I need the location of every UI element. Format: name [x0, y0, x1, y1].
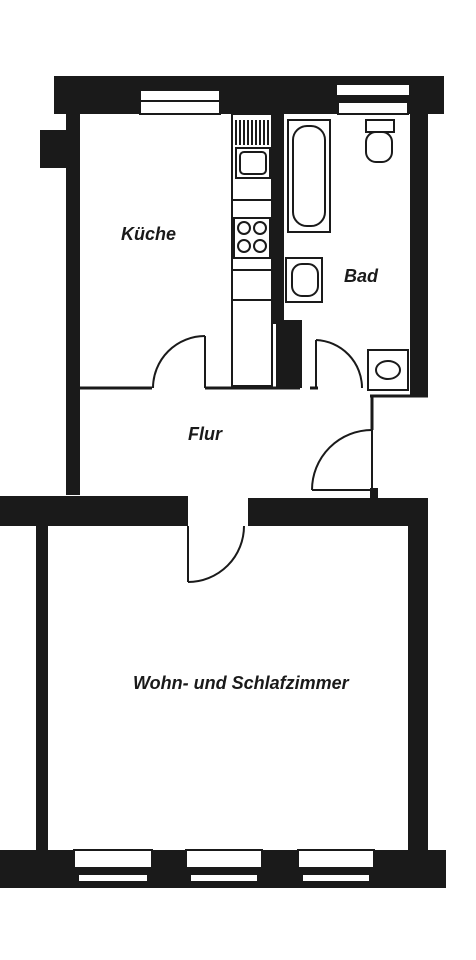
window-living-middle	[185, 849, 263, 883]
window-living-left	[73, 849, 153, 883]
kitchen-sink-icon	[235, 147, 271, 179]
window-living-right	[297, 849, 375, 883]
kitchen-counter	[231, 113, 273, 387]
kitchen-ventilation-grille	[235, 120, 269, 145]
living-room-door-icon	[187, 525, 245, 583]
hall-side-door-icon	[311, 429, 373, 491]
shower-tray-icon	[367, 349, 409, 391]
middle-horizontal-wall	[0, 488, 428, 526]
bath-door-icon	[315, 339, 364, 389]
toilet-icon	[365, 119, 395, 163]
kitchen-left-wall	[66, 110, 80, 495]
living-right-wall	[408, 524, 428, 854]
room-label-kitchen: Küche	[121, 224, 176, 244]
window-kitchen-top	[139, 89, 221, 115]
bath-right-wall	[410, 110, 428, 396]
stove-icon	[233, 217, 271, 259]
room-label-bath: Bad	[344, 266, 379, 286]
bath-left-wall-upper	[272, 114, 284, 324]
living-left-wall	[36, 524, 48, 854]
bath-left-wall-lower	[276, 320, 302, 388]
room-label-living: Wohn- und Schlafzimmer	[133, 673, 350, 693]
washbasin-icon	[285, 257, 323, 303]
kitchen-door-icon	[152, 335, 206, 389]
window-bath-top	[335, 83, 411, 115]
bathtub-icon	[287, 119, 331, 233]
room-label-hall: Flur	[188, 424, 223, 444]
